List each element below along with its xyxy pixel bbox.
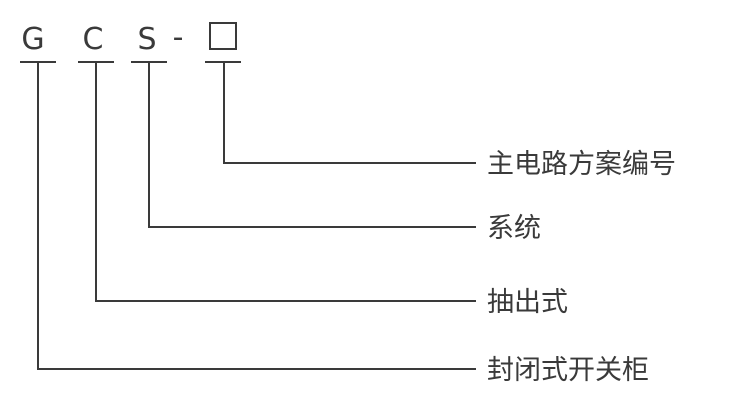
code-char-c: C [83, 22, 104, 57]
code-char-s: S [137, 22, 156, 57]
code-char-g: G [21, 22, 44, 57]
label-system: 系统 [487, 213, 541, 244]
leader-drawout [95, 62, 476, 302]
label-enclosed-switchgear: 封闭式开关柜 [487, 355, 649, 386]
code-separator: - [173, 20, 184, 55]
leader-enclosed-cabinet [37, 62, 476, 370]
leader-system [148, 62, 476, 228]
label-drawout-type: 抽出式 [487, 287, 568, 318]
label-main-circuit-scheme: 主电路方案编号 [487, 149, 676, 180]
leader-main-circuit [223, 62, 476, 164]
scheme-number-placeholder-box [209, 22, 237, 50]
